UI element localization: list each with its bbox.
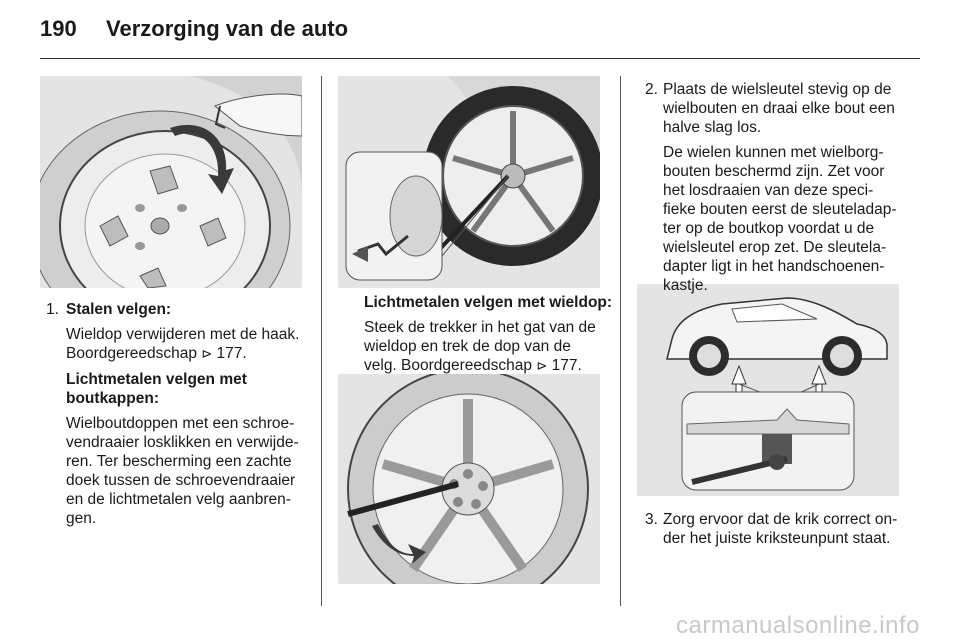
alloy-wheel-cover-line: Steek de trekker in het gat van de <box>364 319 596 336</box>
alloy-bolt-caps-line: vendraaier losklikken en verwijde- <box>66 434 299 451</box>
book-reference-icon: ⊳ <box>201 347 213 362</box>
alloy-bolt-caps-heading-line-2: boutkappen: <box>66 390 159 407</box>
step-2-line: wielbouten en draai elke bout een <box>663 100 895 117</box>
alloy-bolt-caps-line: doek tussen de schroevendraaier <box>66 472 296 489</box>
bolt-cap-removal-illustration <box>338 374 600 584</box>
alloy-bolt-caps-heading-line-1: Lichtmetalen velgen met <box>66 371 247 388</box>
steel-wheels-page-ref[interactable]: 177. <box>216 345 247 362</box>
step-3-number: 3. <box>645 511 658 528</box>
page-header: 190 Verzorging van de auto <box>40 16 348 42</box>
step-3-text: Zorg ervoor dat de krik correct on- der … <box>663 510 907 548</box>
step-2-number: 2. <box>645 81 658 98</box>
alloy-wheel-cover-block: Lichtmetalen velgen met wieldop: Steek d… <box>364 293 614 382</box>
hubcap-removal-illustration <box>40 76 302 288</box>
step-2-line: Plaats de wielsleutel stevig op de <box>663 81 892 98</box>
alloy-wheel-cover-text: Steek de trekker in het gat van de wield… <box>364 318 614 376</box>
alloy-bolt-caps-text: Wielboutdoppen met een schroe- vendraaie… <box>66 414 310 528</box>
steel-wheels-heading: Stalen velgen: <box>66 301 172 318</box>
steel-wheels-text: Wieldop verwijderen met de haak. Boordge… <box>66 325 310 364</box>
book-reference-icon: ⊳ <box>536 359 548 374</box>
alloy-wheel-cover-line: velg. Boordgereedschap <box>364 357 533 374</box>
wheel-cover-puller-illustration <box>338 76 600 288</box>
step-2-note-line: kastje. <box>663 277 708 294</box>
step-2-line: halve slag los. <box>663 119 762 136</box>
step-2-text: Plaats de wielsleutel stevig op de wielb… <box>663 80 907 137</box>
watermark: carmanualsonline.info <box>676 612 920 639</box>
step-2-note: De wielen kunnen met wielborg- bouten be… <box>663 143 907 295</box>
page-number: 190 <box>40 16 77 41</box>
step-1-block: 1. Stalen velgen: Wieldop verwijderen me… <box>40 300 310 534</box>
alloy-bolt-caps-heading: Lichtmetalen velgen met boutkappen: <box>66 370 310 408</box>
step-3-block: 3. Zorg ervoor dat de krik correct on- d… <box>637 510 907 554</box>
step-2-note-line: bouten beschermd zijn. Zet voor <box>663 163 885 180</box>
column-divider-right <box>620 76 621 606</box>
step-2-note-line: fieke bouten eerst de sleuteladap- <box>663 201 897 218</box>
step-2-block: 2. Plaats de wielsleutel stevig op de wi… <box>637 80 907 301</box>
step-2-note-line: het losdraaien van deze speci- <box>663 182 874 199</box>
step-3-line: der het juiste kriksteunpunt staat. <box>663 530 891 547</box>
step-1-number: 1. <box>46 301 59 318</box>
steel-wheels-line-2: Boordgereedschap <box>66 345 197 362</box>
alloy-wheel-cover-line: wieldop en trek de dop van de <box>364 338 571 355</box>
column-divider-left <box>321 76 322 606</box>
alloy-bolt-caps-line: en de lichtmetalen velg aanbren- <box>66 491 291 508</box>
step-3-line: Zorg ervoor dat de krik correct on- <box>663 511 898 528</box>
step-2-note-line: wielsleutel erop zet. De sleutela- <box>663 239 887 256</box>
alloy-bolt-caps-line: gen. <box>66 510 97 527</box>
alloy-wheel-cover-heading: Lichtmetalen velgen met wieldop: <box>364 294 613 311</box>
steel-wheels-line-1: Wieldop verwijderen met de haak. <box>66 326 300 343</box>
alloy-bolt-caps-line: Wielboutdoppen met een schroe- <box>66 415 295 432</box>
car-jack-point-illustration <box>637 284 899 496</box>
page-title: Verzorging van de auto <box>106 16 349 41</box>
step-2-note-line: ter op de boutkop voordat u de <box>663 220 875 237</box>
alloy-bolt-caps-line: ren. Ter bescherming een zachte <box>66 453 292 470</box>
step-2-note-line: De wielen kunnen met wielborg- <box>663 144 884 161</box>
alloy-wheel-cover-page-ref[interactable]: 177. <box>551 357 582 374</box>
header-rule <box>40 58 920 59</box>
step-2-note-line: dapter ligt in het handschoenen- <box>663 258 885 275</box>
